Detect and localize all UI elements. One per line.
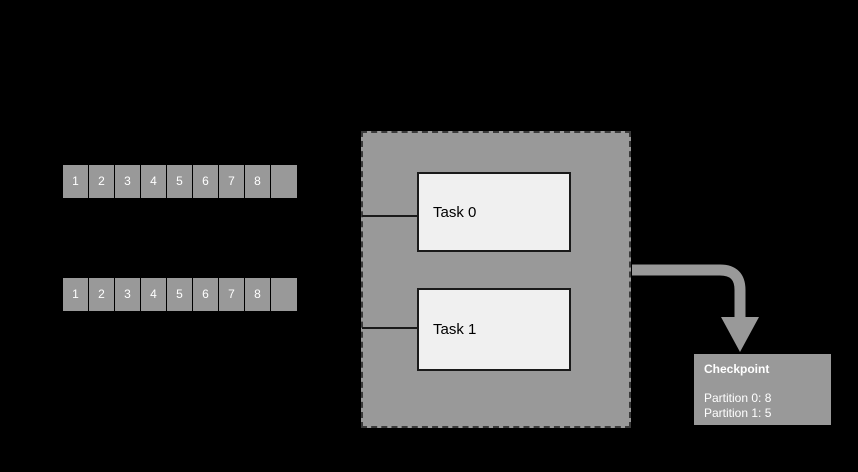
stream-cell: 5 bbox=[167, 165, 193, 198]
stream-cell: 6 bbox=[193, 278, 219, 311]
stream-cell: 1 bbox=[63, 278, 89, 311]
checkpoint-title: Checkpoint bbox=[704, 362, 770, 376]
partition-1-stream: 1 2 3 4 5 6 7 8 bbox=[63, 278, 297, 311]
partition-0-stream: 1 2 3 4 5 6 7 8 bbox=[63, 165, 297, 198]
checkpoint-entry: Partition 0: 8 bbox=[704, 391, 772, 405]
connector-line-task-1 bbox=[362, 327, 418, 329]
stream-cell: 4 bbox=[141, 165, 167, 198]
stream-cell: 4 bbox=[141, 278, 167, 311]
stream-cell: 6 bbox=[193, 165, 219, 198]
stream-cell: 1 bbox=[63, 165, 89, 198]
stream-cell: 8 bbox=[245, 165, 271, 198]
task-1-label: Task 1 bbox=[433, 321, 477, 338]
checkpoint-entry: Partition 1: 5 bbox=[704, 406, 772, 420]
checkpoint-box: Checkpoint Partition 0: 8 Partition 1: 5 bbox=[694, 354, 831, 425]
stream-cell: 3 bbox=[115, 278, 141, 311]
checkpoint-arrow-icon bbox=[632, 264, 759, 352]
task-0-label: Task 0 bbox=[433, 203, 477, 221]
stream-cell: 7 bbox=[219, 278, 245, 311]
stream-cell: 2 bbox=[89, 278, 115, 311]
stream-cell: 7 bbox=[219, 165, 245, 198]
checkpoint-entries: Partition 0: 8 Partition 1: 5 bbox=[704, 391, 831, 421]
stream-cell: 8 bbox=[245, 278, 271, 311]
stream-cell-empty bbox=[271, 165, 297, 198]
connector-line-task-0 bbox=[362, 215, 418, 217]
stream-cell-empty bbox=[271, 278, 297, 311]
stream-cell: 2 bbox=[89, 165, 115, 198]
stream-cell: 3 bbox=[115, 165, 141, 198]
stream-cell: 5 bbox=[167, 278, 193, 311]
task-1-box[interactable]: Task 1 bbox=[417, 288, 571, 371]
task-0-box[interactable]: Task 0 bbox=[417, 172, 571, 252]
